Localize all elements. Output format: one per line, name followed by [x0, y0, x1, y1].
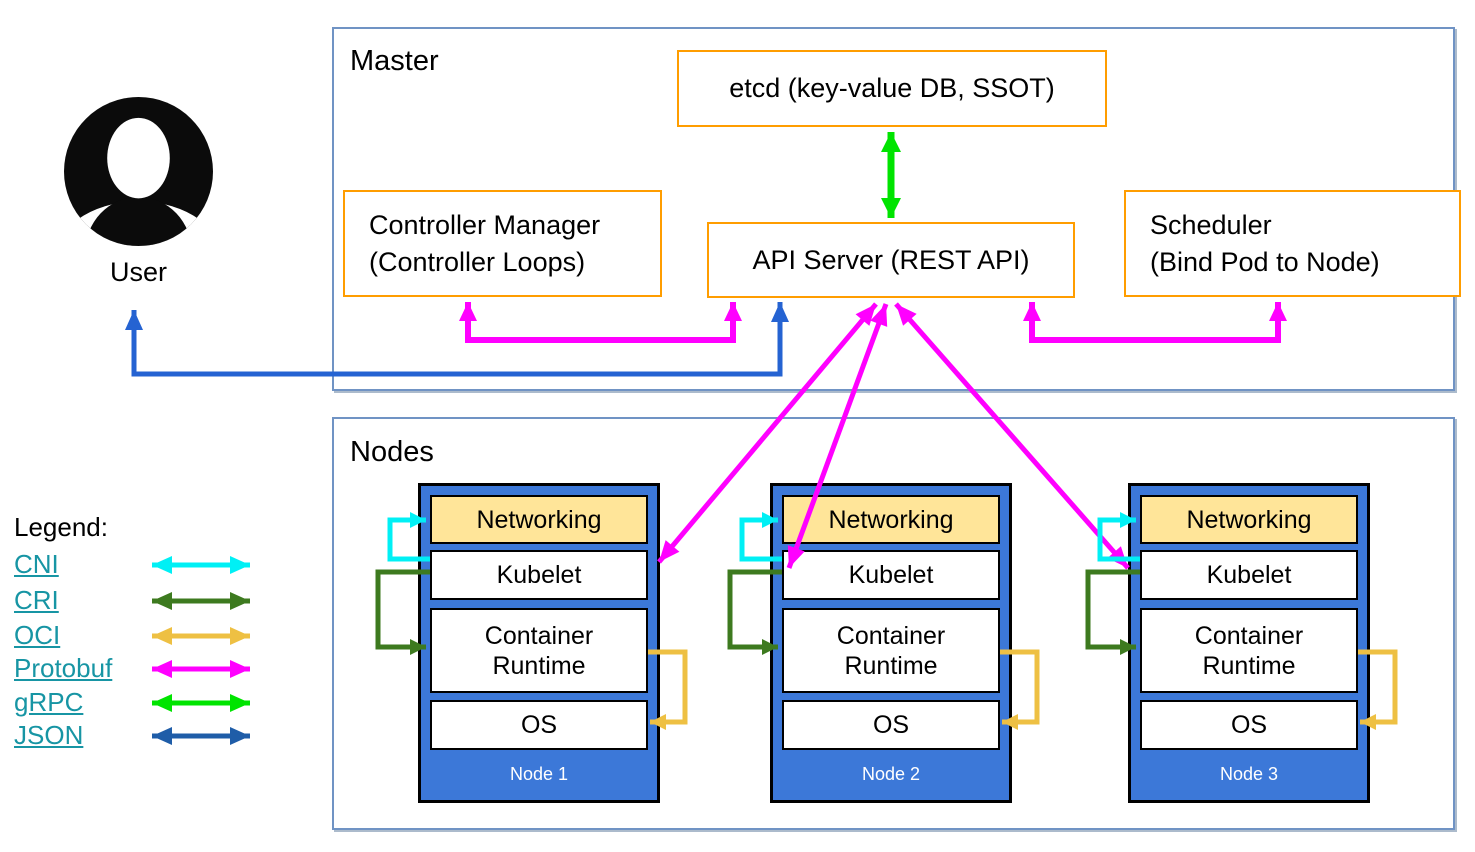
legend-link-oci[interactable]: OCI	[14, 620, 61, 650]
api-server-box: API Server (REST API)	[707, 222, 1075, 298]
node-2-container-runtime-layer: Container Runtime	[782, 608, 1000, 693]
api-server-label: API Server (REST API)	[752, 244, 1030, 275]
legend-link-cni[interactable]: CNI	[14, 549, 59, 579]
container-runtime-label: Container Runtime	[836, 621, 946, 680]
node-1-container-runtime-layer: Container Runtime	[430, 608, 648, 693]
scheduler-box: Scheduler (Bind Pod to Node)	[1124, 190, 1461, 297]
nodes-label: Nodes	[350, 436, 434, 468]
legend-link-protobuf[interactable]: Protobuf	[14, 653, 113, 683]
controller-manager-label-line1: Controller Manager	[369, 209, 601, 240]
legend-link-cri[interactable]: CRI	[14, 585, 59, 615]
node-2-footer: Node 2	[861, 763, 921, 784]
node-3-kubelet-layer: Kubelet	[1140, 550, 1358, 600]
nodes-container	[332, 417, 1455, 830]
os-label: OS	[520, 711, 558, 739]
etcd-label: etcd (key-value DB, SSOT)	[729, 73, 1055, 103]
protobuf-legend-arrow	[152, 659, 250, 678]
legend: Legend: CNI CRI OCI Protobuf gRPC	[14, 512, 294, 762]
etcd-box: etcd (key-value DB, SSOT)	[677, 50, 1107, 127]
node-3-networking-layer: Networking	[1140, 495, 1358, 544]
legend-row-protobuf: Protobuf	[14, 652, 260, 685]
node-2-networking-layer: Networking	[782, 495, 1000, 544]
networking-label: Networking	[476, 505, 602, 534]
kubelet-label: Kubelet	[496, 561, 582, 589]
controller-manager-label-line2: (Controller Loops)	[369, 246, 586, 277]
node-2-os-layer: OS	[782, 700, 1000, 750]
node-1-networking-layer: Networking	[430, 495, 648, 544]
master-label: Master	[350, 45, 439, 77]
node-3: Networking Kubelet Container Runtime OS …	[1128, 483, 1370, 803]
controller-manager-box: Controller Manager (Controller Loops)	[343, 190, 662, 297]
legend-row-json: JSON	[14, 719, 260, 752]
node-1-footer: Node 1	[509, 763, 569, 784]
kubelet-label: Kubelet	[848, 561, 934, 589]
node-2: Networking Kubelet Container Runtime OS …	[770, 483, 1012, 803]
legend-link-grpc[interactable]: gRPC	[14, 687, 84, 717]
os-label: OS	[1230, 711, 1268, 739]
legend-link-json[interactable]: JSON	[14, 720, 84, 750]
kubelet-label: Kubelet	[1206, 561, 1292, 589]
node-3-footer: Node 3	[1219, 763, 1279, 784]
legend-row-oci: OCI	[14, 619, 260, 652]
grpc-legend-arrow	[152, 693, 250, 712]
networking-label: Networking	[1186, 505, 1312, 534]
oci-legend-arrow	[152, 626, 250, 645]
node-1: Networking Kubelet Container Runtime OS …	[418, 483, 660, 803]
networking-label: Networking	[828, 505, 954, 534]
legend-row-cni: CNI	[14, 548, 260, 581]
scheduler-label-line2: (Bind Pod to Node)	[1150, 246, 1380, 277]
node-3-container-runtime-layer: Container Runtime	[1140, 608, 1358, 693]
user-icon	[64, 97, 213, 246]
json-legend-arrow	[152, 726, 250, 745]
node-3-os-layer: OS	[1140, 700, 1358, 750]
legend-row-grpc: gRPC	[14, 686, 260, 719]
scheduler-label-line1: Scheduler	[1150, 209, 1272, 240]
container-runtime-label: Container Runtime	[1194, 621, 1304, 680]
cni-legend-arrow	[152, 555, 250, 574]
user-label: User	[109, 257, 167, 287]
container-runtime-label: Container Runtime	[484, 621, 594, 680]
os-label: OS	[872, 711, 910, 739]
node-2-kubelet-layer: Kubelet	[782, 550, 1000, 600]
legend-title: Legend:	[14, 512, 108, 542]
cri-legend-arrow	[152, 591, 250, 610]
legend-row-cri: CRI	[14, 584, 260, 617]
node-1-kubelet-layer: Kubelet	[430, 550, 648, 600]
node-1-os-layer: OS	[430, 700, 648, 750]
